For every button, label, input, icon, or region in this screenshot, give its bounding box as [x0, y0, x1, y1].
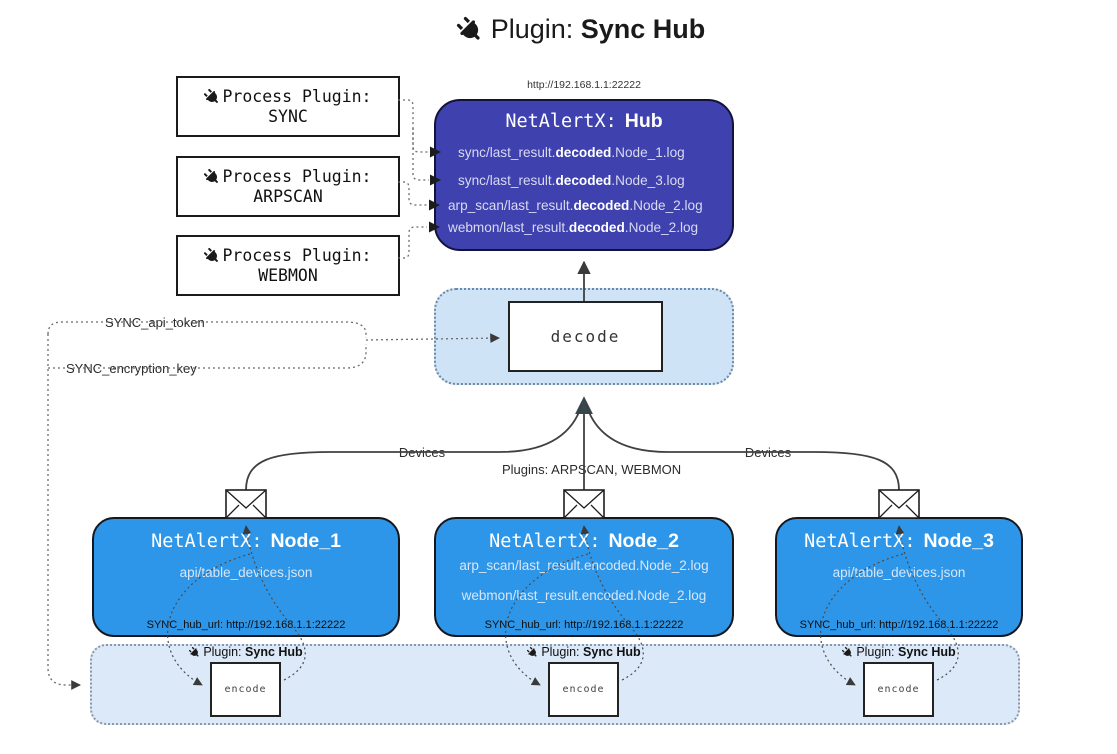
sync-api-token-label: SYNC_api_token	[103, 315, 207, 330]
page-title: Plugin: Sync Hub	[361, 14, 801, 45]
edge-arpscan-to-log3	[398, 181, 427, 206]
node-box-node3: NetAlertX:Node_3 api/table_devices.json …	[775, 517, 1023, 637]
node-box-node1: NetAlertX:Node_1 api/table_devices.json …	[92, 517, 400, 637]
encode-plugin-label: Plugin: Sync Hub	[499, 645, 669, 659]
decode-box: decode	[508, 301, 663, 372]
node-file: arp_scan/last_result.encoded.Node_2.log	[459, 558, 709, 573]
process-plugin-box-arpscan: Process Plugin: ARPSCAN	[176, 156, 400, 217]
devices-edge-label-left: Devices	[386, 445, 458, 460]
plug-icon	[525, 644, 541, 660]
node-file: api/table_devices.json	[832, 565, 966, 580]
process-plugin-box-webmon: Process Plugin: WEBMON	[176, 235, 400, 296]
hub-url-label: http://192.168.1.1:22222	[527, 79, 641, 91]
node-hub-url: SYNC_hub_url: http://192.168.1.1:22222	[146, 619, 346, 631]
process-plugin-name: SYNC	[268, 107, 308, 126]
envelope-icon	[225, 489, 267, 519]
hub-box: NetAlertX:Hub sync/last_result.decoded.N…	[434, 99, 734, 251]
edge-api-token	[47, 321, 367, 338]
plugins-edge-label: Plugins: ARPSCAN, WEBMON	[500, 462, 682, 477]
node-title: NetAlertX:Node_1	[151, 530, 341, 552]
plug-icon	[840, 644, 856, 660]
hub-log-line: webmon/last_result.decoded.Node_2.log	[448, 220, 699, 235]
plug-icon	[201, 244, 224, 267]
node-hub-url: SYNC_hub_url: http://192.168.1.1:22222	[799, 619, 999, 631]
envelope-icon	[878, 489, 920, 519]
page-title-text: Plugin: Sync Hub	[490, 14, 706, 44]
edge-config-to-strip	[47, 334, 81, 690]
node-title: NetAlertX:Node_2	[489, 530, 679, 552]
node-hub-url: SYNC_hub_url: http://192.168.1.1:22222	[484, 619, 684, 631]
process-plugin-name: ARPSCAN	[253, 187, 323, 206]
edge-webmon-to-log4	[398, 226, 427, 259]
encode-plugin-label: Plugin: Sync Hub	[814, 645, 984, 659]
plug-icon	[201, 85, 224, 108]
encode-box: encode	[548, 662, 619, 717]
process-plugin-name: WEBMON	[258, 266, 318, 285]
process-plugin-label: Process Plugin:	[222, 246, 372, 265]
sync-encryption-key-label: SYNC_encryption_key	[64, 361, 199, 376]
process-plugin-label: Process Plugin:	[222, 87, 372, 106]
plug-icon	[201, 165, 224, 188]
node-file: webmon/last_result.encoded.Node_2.log	[461, 588, 707, 603]
envelope-icon	[563, 489, 605, 519]
encode-plugin-label: Plugin: Sync Hub	[161, 645, 331, 659]
process-plugin-box-sync: Process Plugin: SYNC	[176, 76, 400, 137]
node-box-node2: NetAlertX:Node_2 arp_scan/last_result.en…	[434, 517, 734, 637]
edge-sync-to-log2	[412, 128, 429, 181]
hub-log-line: sync/last_result.decoded.Node_1.log	[458, 145, 685, 160]
node-file: api/table_devices.json	[179, 565, 313, 580]
process-plugin-label: Process Plugin:	[222, 167, 372, 186]
hub-title: NetAlertX:Hub	[505, 110, 663, 132]
edge-sync-to-log1	[398, 99, 429, 153]
encode-box: encode	[863, 662, 934, 717]
hub-log-line: sync/last_result.decoded.Node_3.log	[458, 173, 685, 188]
plug-icon	[187, 644, 203, 660]
devices-edge-label-right: Devices	[732, 445, 804, 460]
encode-box: encode	[210, 662, 281, 717]
node-title: NetAlertX:Node_3	[804, 530, 994, 552]
hub-log-line: arp_scan/last_result.decoded.Node_2.log	[448, 198, 703, 213]
plug-icon	[451, 11, 488, 48]
